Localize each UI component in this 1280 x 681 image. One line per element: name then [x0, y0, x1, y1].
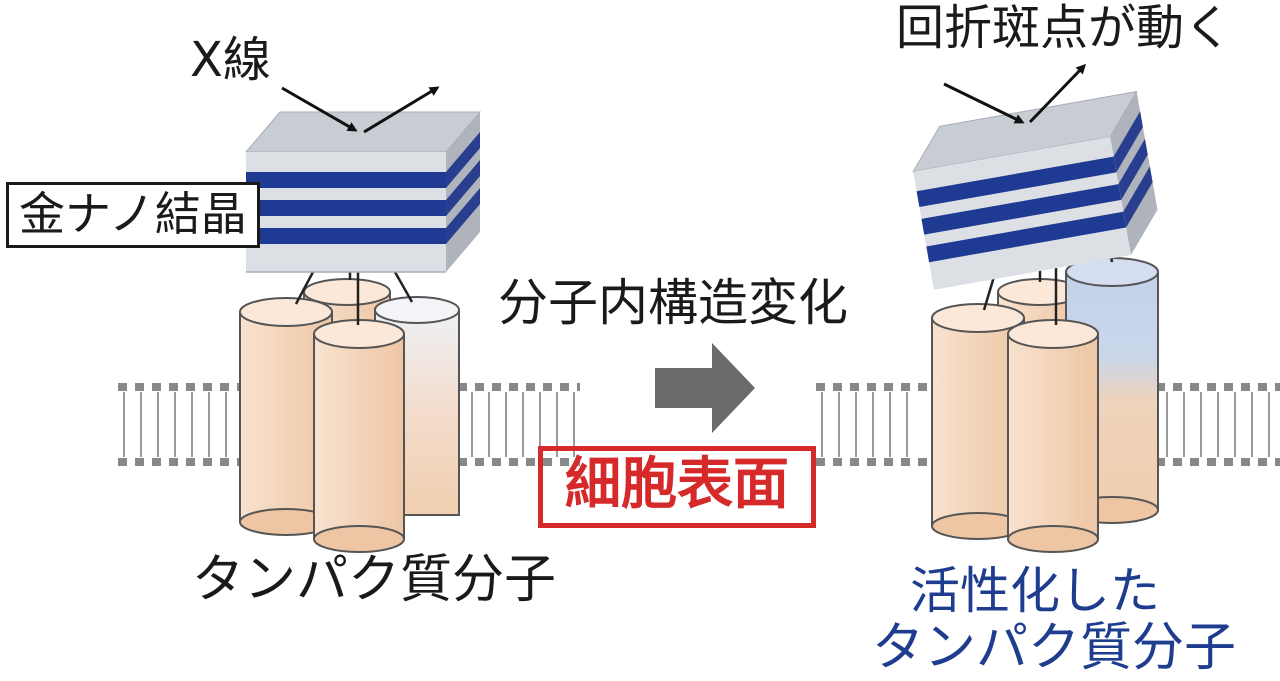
cell-surface-label: 細胞表面: [565, 452, 789, 517]
xray-label: X線: [190, 36, 271, 84]
protein-left: [240, 268, 459, 552]
activated-label-line2: タンパク質分子: [872, 622, 1236, 674]
diffraction-label: 回折斑点が動く: [896, 4, 1232, 52]
protein-label: タンパク質分子: [192, 554, 556, 606]
transition-arrow: [655, 343, 755, 433]
protein-right: [932, 250, 1158, 552]
cell-surface-box: 細胞表面: [538, 446, 816, 528]
structure-change-label: 分子内構造変化: [498, 278, 848, 328]
gold-crystal-label-box: 金ナノ結晶: [6, 182, 260, 248]
activated-label-line1: 活性化した: [910, 566, 1160, 616]
gold-crystal-label: 金ナノ結晶: [19, 187, 247, 241]
gold-crystal-left: [246, 112, 480, 272]
